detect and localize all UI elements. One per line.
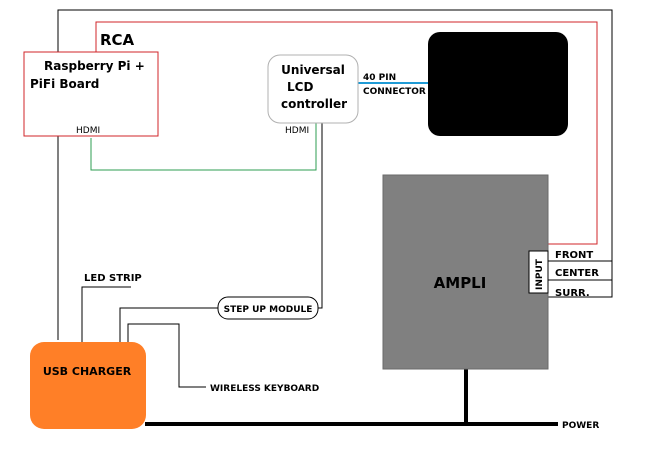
lcd-controller-line1: Universal bbox=[281, 63, 345, 77]
rca-wire bbox=[95, 21, 598, 245]
screen-label: 10.1" SCREEN bbox=[455, 81, 564, 97]
stepup-wire bbox=[119, 307, 218, 342]
keyboard-wire bbox=[127, 323, 206, 388]
screen-box bbox=[428, 32, 568, 136]
input-box bbox=[528, 250, 549, 294]
ampli-box bbox=[382, 174, 549, 370]
step-up-module-box bbox=[217, 296, 319, 320]
raspberry-pi-box bbox=[23, 51, 159, 137]
usb-charger-box bbox=[30, 342, 146, 429]
step-up-module-label: STEP UP MODULE bbox=[224, 305, 313, 315]
usb-charger-label: USB CHARGER bbox=[43, 365, 132, 378]
pifi-board-label: PiFi Board bbox=[30, 77, 99, 91]
lcd-hdmi-label: HDMI bbox=[285, 126, 309, 136]
led-strip-label: LED STRIP bbox=[84, 273, 142, 284]
hdmi-wire bbox=[90, 123, 317, 171]
lcd-power-wire bbox=[318, 123, 323, 309]
led-strip-wire bbox=[81, 286, 131, 342]
power-label: POWER bbox=[562, 421, 599, 431]
channel-surr: SURR. bbox=[555, 288, 590, 299]
wireless-keyboard-label: WIRELESS KEYBOARD bbox=[210, 384, 319, 394]
raspberry-pi-label: Raspberry Pi + bbox=[44, 59, 145, 73]
channel-center: CENTER bbox=[555, 268, 599, 279]
connector-label-line1: 40 PIN bbox=[363, 73, 396, 83]
lcd-controller-line3: controller bbox=[281, 97, 347, 111]
rca-label: RCA bbox=[100, 31, 135, 49]
ampli-label: AMPLI bbox=[434, 274, 487, 292]
input-label: INPUT bbox=[535, 258, 545, 290]
channel-front: FRONT bbox=[555, 250, 593, 261]
lcd-controller-line2: LCD bbox=[287, 80, 313, 94]
connector-label-line2: CONNECTOR bbox=[363, 87, 426, 97]
raspberry-hdmi-label: HDMI bbox=[76, 126, 100, 136]
lcd-controller-box bbox=[267, 54, 359, 124]
